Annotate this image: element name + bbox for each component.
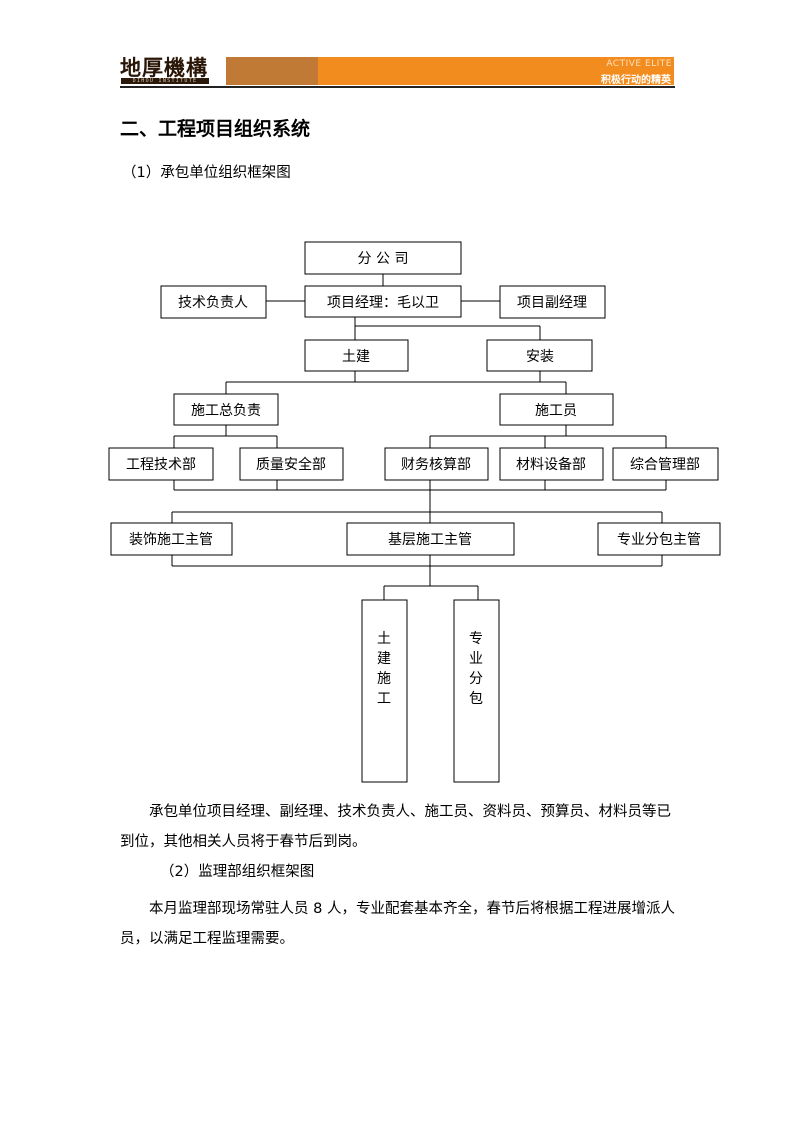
header-band-dark [226,57,318,85]
label-finance-dept: 财务核算部 [401,457,471,473]
box-quality-safety-dept [239,447,344,481]
box-specialty-subcontract [453,599,500,783]
label-material-dept: 材料设备部 [516,456,586,473]
box-install [486,339,593,372]
org-chart-labels: 分 公 司 技术负责人 项目经理：毛以卫 项目副经理 土建 安装 施工总负责 施… [126,251,701,707]
label-specialty-subcontract-char: 专 [469,631,483,647]
label-civil: 土建 [342,349,370,365]
label-civil-construction-char: 施 [377,671,391,687]
box-construction-lead [173,393,279,426]
label-decoration-mgr: 装饰施工主管 [129,532,213,548]
label-specialty-subcontract-char: 包 [469,691,483,707]
label-specialty-subcontract-char: 业 [469,651,483,667]
label-project-manager: 项目经理：毛以卫 [327,295,439,311]
box-admin-dept [612,447,719,481]
label-eng-tech-dept: 工程技术部 [126,457,196,473]
org-chart-connectors [171,274,667,600]
box-decoration-mgr [110,522,233,556]
label-construction-lead: 施工总负责 [191,403,261,419]
box-branch-company [304,241,462,275]
box-deputy-pm [499,285,606,319]
paragraph-supervision-staff: 本月监理部现场常驻人员 8 人，专业配套基本齐全，春节后将根据工程进展增派人员，… [120,901,675,947]
paragraph-contractor-staff: 承包单位项目经理、副经理、技术负责人、施工员、资料员、预算员、材料员等已到位，其… [120,804,671,850]
box-material-dept [499,447,604,481]
subsection-title-1: （1）承包单位组织框架图 [122,165,291,181]
header-rule [120,86,675,88]
label-civil-construction-char: 建 [377,651,391,667]
label-construction-staff: 施工员 [535,403,577,419]
label-install: 安装 [526,349,554,365]
label-subcontract-mgr: 专业分包主管 [617,532,701,548]
box-subcontract-mgr [597,522,721,556]
box-project-manager [304,285,462,318]
label-quality-safety-dept: 质量安全部 [256,456,326,473]
company-logo: 地厚機構 DIHOU INSTITUTE [120,52,210,88]
subsection-title-2: （2）监理部组织框架图 [160,864,315,880]
box-finance-dept [384,447,489,481]
label-branch-company: 分 公 司 [358,251,409,267]
logo-subtext: DIHOU INSTITUTE [121,78,209,84]
logo-text: 地厚機構 [120,55,208,80]
label-civil-construction-char: 工 [377,691,391,707]
label-deputy-pm: 项目副经理 [517,295,587,311]
box-tech-lead [160,285,267,319]
label-civil-construction-char: 土 [377,631,391,647]
label-admin-dept: 综合管理部 [630,457,700,473]
box-civil-construction [361,599,408,783]
label-tech-lead: 技术负责人 [178,295,248,311]
header-slogan-en: ACTIVE ELITE [606,59,672,69]
org-chart-boxes [108,241,721,783]
header-band [318,57,674,85]
label-base-mgr: 基层施工主管 [388,531,472,548]
box-civil [304,339,409,372]
box-construction-staff [499,393,614,426]
header-slogan-cn: 积极行动的精英 [601,75,671,86]
section-title: 二、工程项目组织系统 [120,118,311,140]
label-specialty-subcontract-char: 分 [469,671,483,687]
box-eng-tech-dept [108,447,214,481]
box-base-mgr [346,522,515,556]
